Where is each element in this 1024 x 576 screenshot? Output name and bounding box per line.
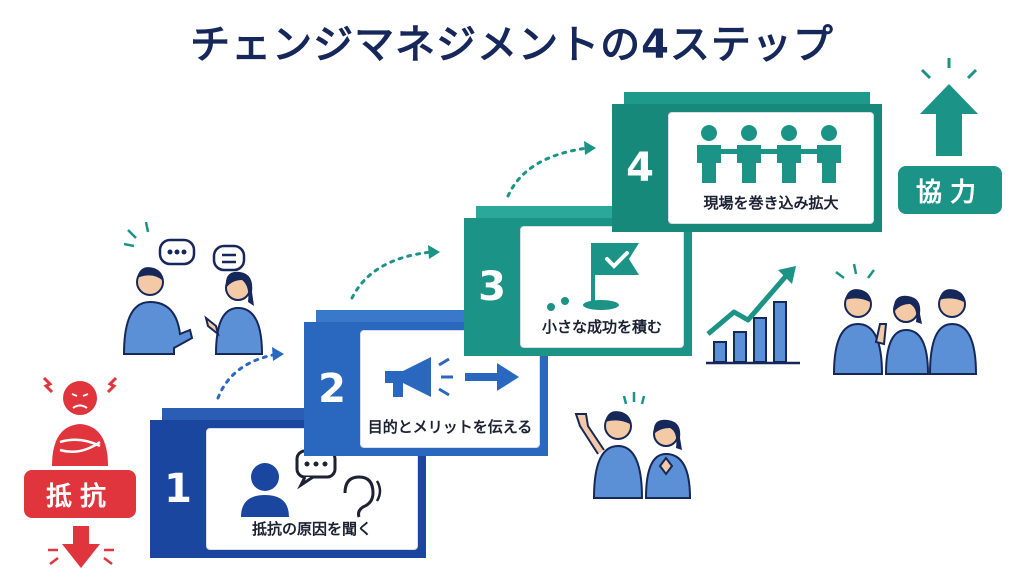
step-1-label: 抵抗の原因を聞く [251,520,372,538]
arrow-3-4 [506,146,590,198]
step-3-number: 3 [464,218,520,356]
step-2-label: 目的とメリットを伝える [367,418,533,436]
step-1: 1 抵抗の原因を聞く [150,408,426,558]
step-4: 4 現場を巻き込み拡大 [612,92,882,232]
growth-chart-icon [706,266,800,365]
team-group-illustration [832,263,978,375]
step-4-number: 4 [612,104,668,232]
conversation-illustration [122,221,264,355]
listening-person-icon [241,449,382,518]
cooperation-badge: 協力 [898,166,1002,214]
arrow-1-2 [216,352,280,400]
megaphone-icon [385,357,519,397]
resistance-badge: 抵抗 [24,470,136,518]
resisting-person-icon [42,376,118,466]
down-arrow-icon [48,526,114,568]
step-3: 3 小さな成功を積む [464,206,692,356]
cheering-people-illustration [574,392,692,499]
team-people-icon [697,125,841,183]
up-arrow-icon [920,58,978,156]
step-1-number: 1 [150,420,206,558]
step-3-label: 小さな成功を積む [541,318,662,336]
step-4-label: 現場を巻き込み拡大 [703,194,839,212]
goal-flag-icon [547,243,639,311]
step-2-number: 2 [304,322,360,456]
arrow-2-3 [350,250,434,300]
page-title: チェンジマネジメントの4ステップ [190,22,834,68]
